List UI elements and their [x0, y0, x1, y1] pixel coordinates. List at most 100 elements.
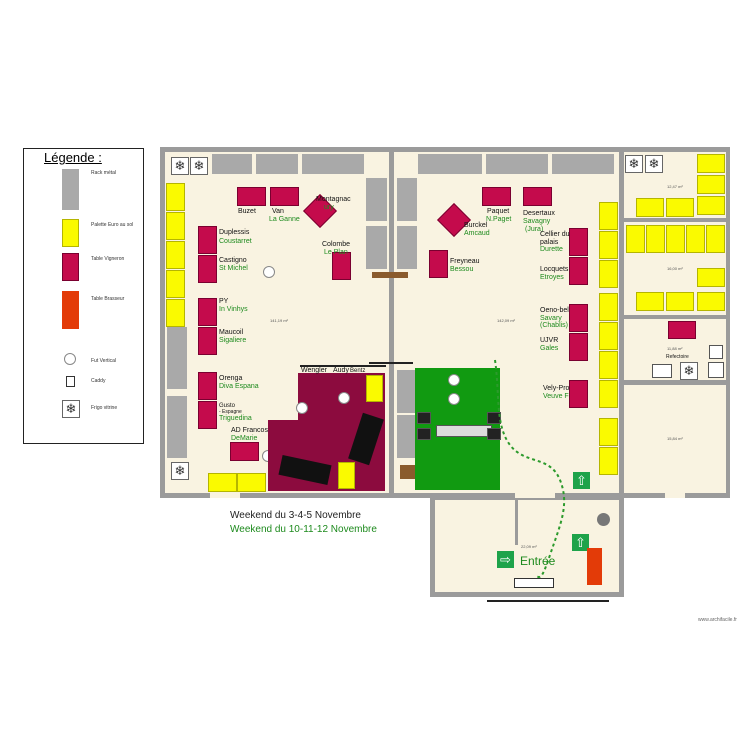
rack-top-right: [486, 154, 548, 174]
legend-label-rack: Rack métal: [91, 170, 117, 176]
fridge-icon: ❄: [645, 155, 663, 173]
label-etroyes: Etroyes: [540, 274, 564, 281]
pallet-right-wall: [599, 447, 618, 475]
pallet-swatch: [62, 219, 79, 247]
barrel-icon: [448, 393, 460, 405]
area-left-hall: 141,19 m²: [270, 318, 289, 323]
rack-left-wall: [167, 327, 187, 389]
rack-center-right: [397, 415, 417, 458]
brewer-table-swatch: [62, 291, 79, 329]
weekend-second: Weekend du 10-11-12 Novembre: [230, 524, 377, 535]
pallet-room: [666, 198, 694, 217]
pallet-room: [599, 418, 618, 446]
pallet-room: [706, 225, 725, 253]
label-castigno: Castigno: [219, 257, 247, 264]
pallet-right-wall: [599, 380, 618, 408]
area-room-top-right: 12,47 m²: [667, 184, 683, 189]
chair: [417, 412, 431, 424]
label-palais: palais: [540, 239, 559, 246]
area-right-hall: 142,09 m²: [497, 318, 516, 323]
pallet-stage: [338, 462, 355, 489]
label-gusto: Gusto: [219, 403, 236, 409]
label-colombe: Colombe: [322, 241, 351, 248]
rack-center: [366, 178, 387, 221]
sink-icon: [709, 345, 723, 359]
legend-label-pallet: Palette Euro au sol: [91, 222, 134, 228]
pallet-room: [697, 268, 725, 287]
label-cellier: Cellier du: [540, 231, 570, 238]
table-ujvr: [569, 333, 588, 361]
pallet-room: [666, 292, 694, 311]
fridge-icon: ❄: [171, 157, 189, 175]
crate: [372, 272, 408, 278]
table-oeno: [569, 304, 588, 332]
table-colombe: [332, 252, 351, 280]
table-freyneau: [429, 250, 448, 278]
rack-center-right: [397, 370, 417, 413]
label-savary: Savary: [540, 315, 562, 322]
label-amcaud: Amcaud: [464, 230, 490, 237]
label-burckel: Burckel: [464, 222, 488, 229]
label-la-ganne: La Ganne: [269, 216, 300, 223]
label-desertaux: Desertaux: [523, 210, 555, 217]
rack-top-right: [552, 154, 614, 174]
pallet-room: [636, 292, 664, 311]
fridge-icon: ❄: [680, 362, 698, 380]
label-entree: Entrée: [520, 554, 556, 568]
label-sigaliere: Sigaliere: [219, 337, 247, 344]
pallet-room: [646, 225, 665, 253]
label-locquets: Locquets: [540, 266, 569, 273]
barrel-icon: [263, 266, 275, 278]
label-duplessis: Duplessis: [219, 229, 250, 236]
rack-center-right: [397, 226, 417, 269]
label-montagnac-2: ury: [324, 204, 334, 211]
pallet-left-wall: [166, 270, 185, 298]
barrel-icon: [64, 353, 76, 365]
label-savagny: Savagny: [523, 218, 551, 225]
pallet-room: [697, 292, 725, 311]
pallet-room: [697, 154, 725, 173]
label-freyneau: Freyneau: [450, 258, 480, 265]
area-room-mid-right: 16,00 m²: [667, 266, 683, 271]
pallet-room: [697, 196, 725, 215]
pallet-left-wall: [166, 241, 185, 269]
legend-label-brasseur: Table Brasseur: [91, 296, 125, 302]
chair: [417, 428, 431, 440]
chair: [487, 412, 501, 424]
label-coustarret: Coustarret: [219, 238, 252, 245]
legend-box: Légende : Rack métal Palette Euro au sol…: [23, 148, 144, 444]
divider-line: [369, 362, 413, 364]
label-demarie: DeMarie: [231, 435, 258, 442]
label-maucoil: Maucoil: [219, 329, 244, 336]
legend-label-vigneron: Table Vigneron: [91, 256, 125, 262]
legend-label-frigo: Frigo vitrine: [91, 405, 118, 411]
label-gales: Gales: [540, 345, 559, 352]
pallet-left-wall: [166, 299, 185, 327]
table-duplessis: [198, 226, 217, 254]
pallet-right-wall: [599, 322, 618, 350]
stove-icon: [708, 362, 724, 378]
door-gap-mid: [515, 492, 555, 498]
caddy-icon: [66, 376, 75, 387]
room-bottom-right-floor: [624, 385, 726, 493]
vigneron-table-swatch: [62, 253, 79, 281]
watermark: www.archifacile.fr: [698, 617, 737, 623]
label-triguedina: Triguedina: [219, 415, 252, 422]
pallet-right-wall: [599, 351, 618, 379]
label-vely: Vely-Pro: [543, 385, 570, 392]
legend-label-caddy: Caddy: [91, 378, 106, 384]
label-diva-espana: Diva Espana: [219, 383, 259, 390]
label-bentz: Bentz: [350, 368, 366, 374]
pallet-room: [626, 225, 645, 253]
area-refectoire: 11,88 m²: [667, 346, 683, 351]
rack-left-wall: [167, 396, 187, 458]
label-montagnac: Montagnac: [316, 196, 351, 203]
legend-label-fut: Fut Vertical: [91, 358, 117, 364]
label-wengler: Wengler: [301, 367, 327, 374]
exit-sign-icon: ⇧: [573, 472, 590, 489]
table-paquet: [482, 187, 511, 206]
table-cellier: [569, 228, 588, 256]
pallet-left-wall: [166, 183, 185, 211]
pallet-room: [636, 198, 664, 217]
area-room-bottom-right: 15,84 m²: [667, 436, 683, 441]
